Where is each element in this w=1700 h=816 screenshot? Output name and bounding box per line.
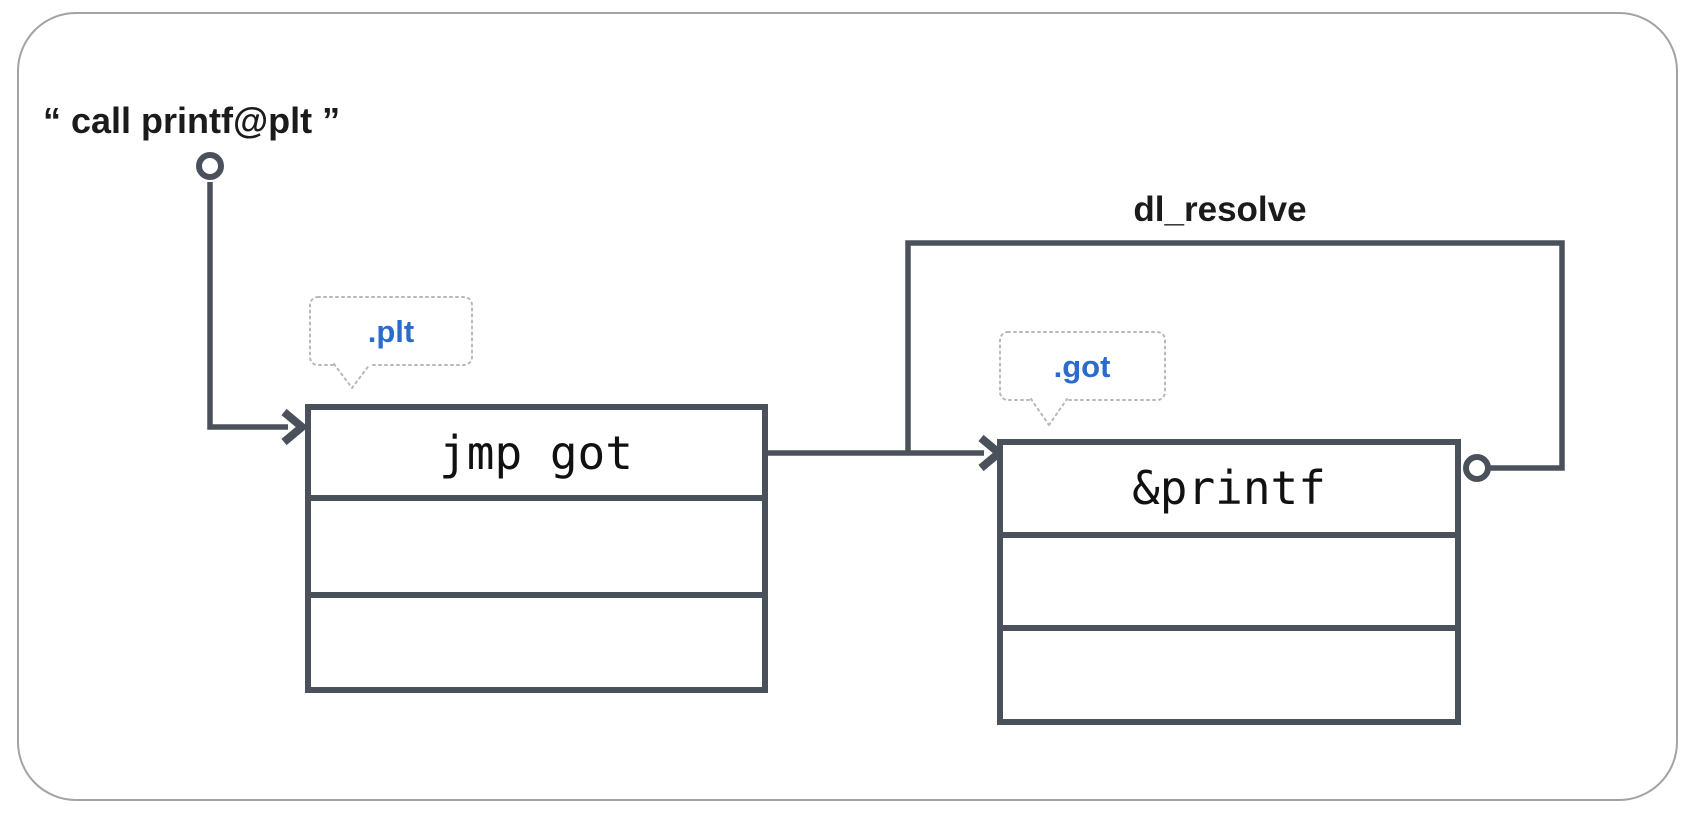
got-table-box	[997, 439, 1461, 725]
got-entry-cell: &printf	[1132, 461, 1326, 515]
call-origin-circle	[196, 152, 224, 180]
plt-table-box	[305, 404, 768, 693]
plt-tooltip-box	[309, 296, 473, 366]
got-tooltip-pointer-icon	[1030, 398, 1068, 426]
call-flow-line	[207, 182, 288, 430]
dl-resolve-label: dl_resolve	[1133, 190, 1306, 229]
call-flow-arrowhead-icon	[281, 408, 309, 446]
plt-tooltip-pointer-mask	[333, 363, 372, 388]
plt-entry-cell: jmp got	[439, 426, 633, 480]
plt-tooltip-pointer-icon	[333, 363, 371, 389]
got-tooltip-box	[999, 331, 1166, 401]
got-tooltip-pointer-mask	[1030, 398, 1068, 425]
plt-tooltip-label: .plt	[368, 314, 415, 349]
plt-table: jmp got	[305, 404, 768, 693]
plt-tooltip: .plt	[309, 296, 473, 389]
dl-resolve-loop-line	[905, 240, 1565, 471]
got-tooltip: .got	[999, 331, 1166, 426]
dl-resolve-loop: dl_resolve	[905, 190, 1565, 482]
got-tooltip-label: .got	[1054, 349, 1111, 384]
resolve-origin-circle	[1463, 454, 1491, 482]
call-instruction-label: “ call printf@plt ”	[43, 100, 340, 141]
got-table: &printf	[997, 439, 1461, 725]
